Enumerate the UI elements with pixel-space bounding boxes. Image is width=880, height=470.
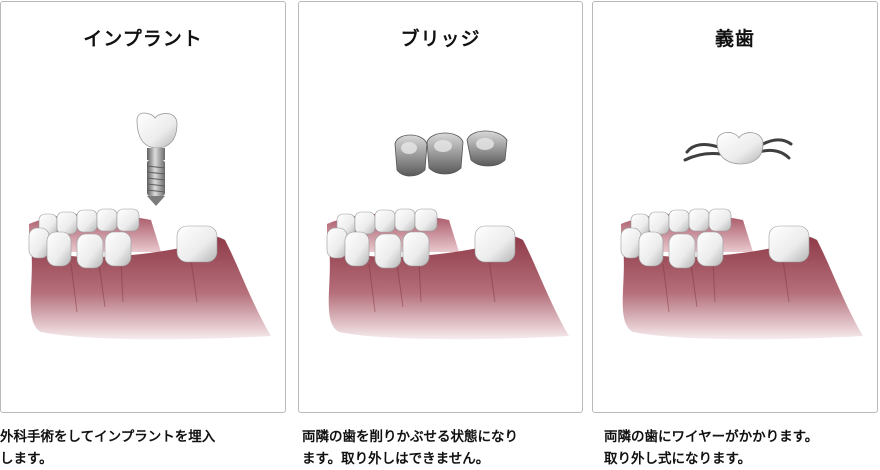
implant-caption: 外科手術をしてインプラントを埋入 します。 [0,429,216,467]
denture-title: 義歯 [714,28,755,50]
implant-title: インプラント [83,28,203,50]
implant-illustration [28,112,272,340]
denture-illustration [620,132,864,340]
implant-panel: インプラント [0,1,286,413]
denture-caption: 両隣の歯にワイヤーがかかります。 取り外し式になります。 [604,429,819,467]
bridge-illustration [326,130,570,340]
bridge-panel: ブリッジ [298,1,583,413]
denture-panel: 義歯 [592,1,878,413]
bridge-caption: 両隣の歯を削りかぶせる状態になり ます。取り外しはできません。 [302,429,518,467]
bridge-title: ブリッジ [400,28,481,50]
